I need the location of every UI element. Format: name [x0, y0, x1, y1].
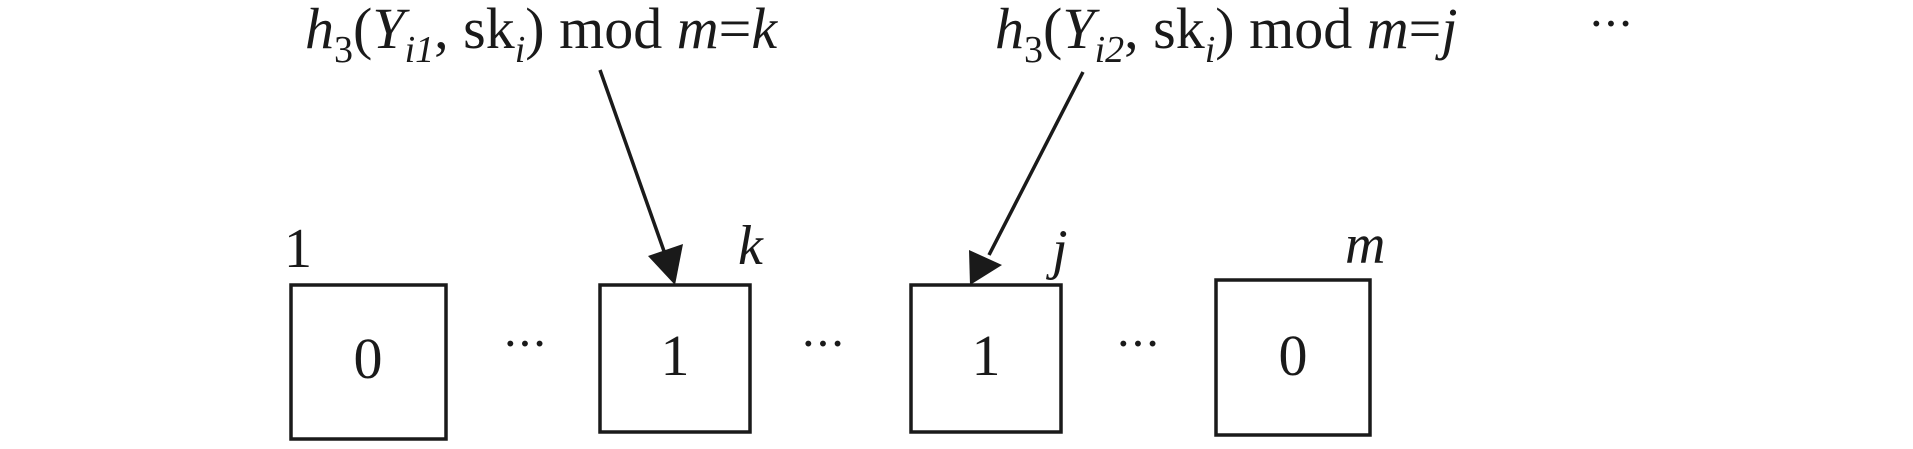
- bit-cell-m-value: 0: [1279, 323, 1308, 388]
- cell-index-label-k: k: [738, 215, 764, 277]
- cell-index-label-j: j: [1046, 219, 1068, 281]
- trailing-ellipsis: ···: [1588, 0, 1632, 51]
- arrow-to-cell-j-line: [987, 71, 1085, 256]
- bit-cell-j-value: 1: [972, 323, 1001, 388]
- bit-cell-1: [289, 283, 448, 441]
- bit-cell-1-value: 0: [354, 326, 383, 391]
- gap-ellipsis-3: ···: [1115, 315, 1159, 371]
- bit-cell-j: [909, 283, 1063, 434]
- bit-cell-k: [598, 283, 752, 434]
- cell-index-label-1: 1: [284, 218, 312, 280]
- cell-index-label-m: m: [1345, 214, 1385, 276]
- arrow-to-cell-k-head: [648, 244, 683, 285]
- bit-cell-m: [1214, 278, 1372, 437]
- arrow-to-cell-j-head: [969, 250, 1002, 285]
- hash-formula-2: h3(Yi2, ski) mod m=j: [995, 0, 1457, 71]
- hash-formula-1: h3(Yi1, ski) mod m=k: [305, 0, 778, 71]
- gap-ellipsis-2: ···: [800, 315, 844, 371]
- gap-ellipsis-1: ···: [502, 315, 546, 371]
- bit-cell-k-value: 1: [661, 323, 690, 388]
- arrow-to-cell-k-line: [598, 69, 667, 255]
